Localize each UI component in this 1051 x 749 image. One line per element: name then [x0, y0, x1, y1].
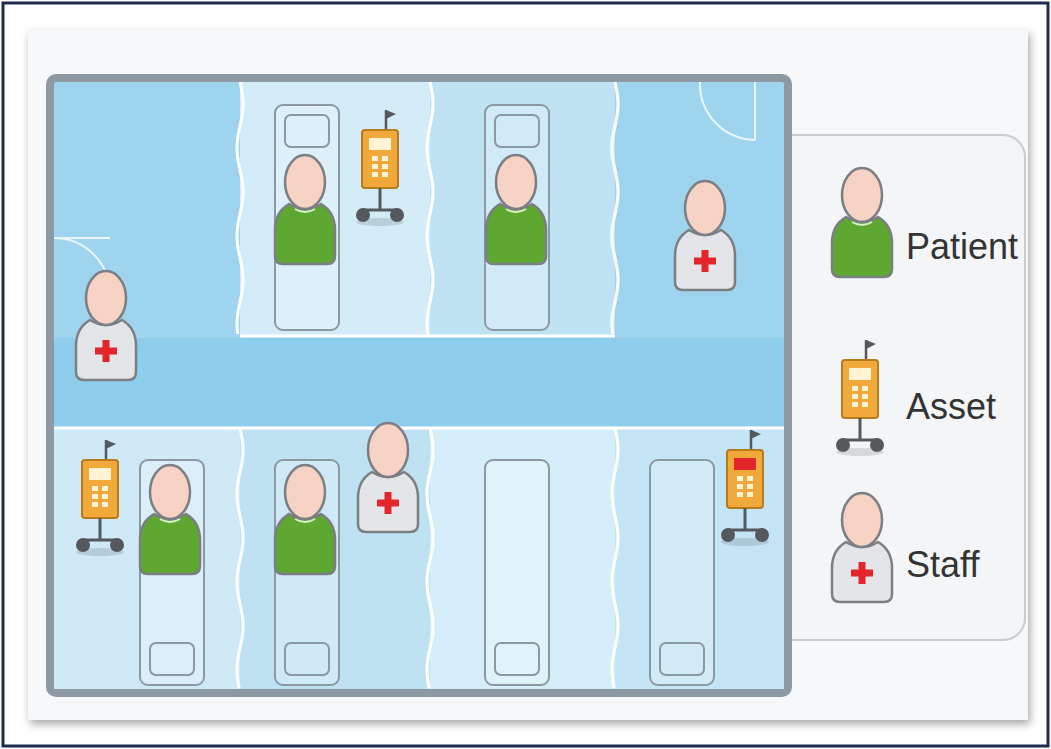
staff-icon: [832, 493, 892, 602]
legend-icons: [832, 168, 892, 602]
legend-panel: [770, 135, 1025, 640]
patient-icon: [275, 465, 335, 574]
floor: [50, 78, 788, 693]
asset-icon: [836, 340, 884, 456]
corridor: [54, 338, 784, 426]
room: [430, 82, 615, 336]
panel: [28, 30, 1028, 720]
staff-icon: [76, 271, 136, 380]
asset-icon: [721, 430, 769, 546]
patient-icon: [275, 155, 335, 264]
wall: [240, 335, 615, 338]
patient-icon: [486, 155, 546, 264]
asset-icon: [356, 110, 404, 226]
partition: [612, 428, 618, 688]
frame: [3, 3, 1048, 746]
bed: [485, 460, 549, 685]
partition: [612, 82, 618, 334]
bed: [275, 460, 339, 685]
bed: [140, 460, 204, 685]
legend-label: Staff: [906, 547, 979, 583]
wall: [54, 427, 784, 430]
staff-icon: [358, 423, 418, 532]
legend-label: Patient: [906, 229, 1018, 265]
room: [615, 428, 784, 689]
room: [240, 82, 430, 336]
partition: [237, 428, 243, 688]
room: [54, 428, 240, 689]
bed: [650, 460, 714, 685]
partition: [427, 82, 433, 334]
staff-icon: [675, 181, 735, 290]
partition: [427, 428, 433, 688]
patient-icon: [140, 465, 200, 574]
legend-label: Asset: [906, 389, 996, 425]
patient-icon: [832, 168, 892, 277]
bed: [275, 105, 339, 330]
partition: [237, 82, 243, 334]
room: [430, 428, 615, 689]
door: [700, 82, 755, 140]
bed: [485, 105, 549, 330]
asset-icon: [76, 440, 124, 556]
